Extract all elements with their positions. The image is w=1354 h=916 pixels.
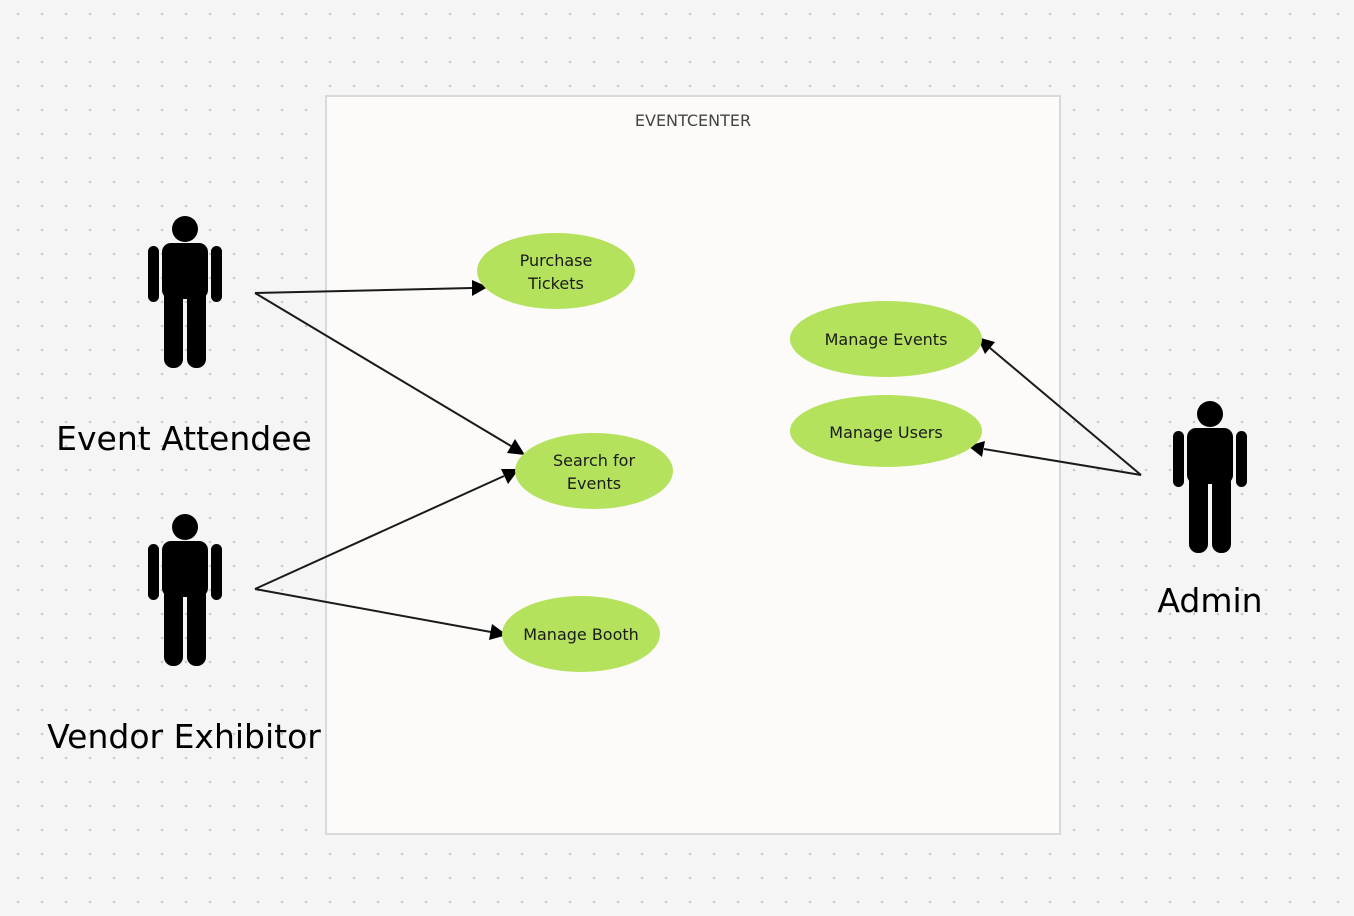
system-boundary-title: EVENTCENTER xyxy=(635,111,751,130)
actor-label: Vendor Exhibitor xyxy=(47,717,321,756)
association-attendee-purchase-tickets[interactable] xyxy=(254,280,488,296)
use-case-label-line: Search for xyxy=(553,451,635,470)
actor-label: Admin xyxy=(1157,581,1262,620)
use-case-manage-booth[interactable]: Manage Booth xyxy=(502,596,660,672)
person-icon xyxy=(148,216,222,368)
system-boundary[interactable]: EVENTCENTER xyxy=(325,95,1061,835)
actor-event-attendee[interactable]: Event Attendee xyxy=(56,216,312,458)
use-case-label-line: Manage Users xyxy=(829,423,942,442)
use-case-label-line: Purchase xyxy=(520,251,593,270)
person-icon xyxy=(1173,401,1247,553)
use-case-label-line: Events xyxy=(567,474,621,493)
actor-label: Event Attendee xyxy=(56,419,312,458)
association-vendor-search-for-events[interactable] xyxy=(254,469,519,590)
use-case-search-for-events[interactable]: Search for Events xyxy=(515,433,673,509)
actor-admin[interactable]: Admin xyxy=(1157,401,1263,620)
use-case-purchase-tickets[interactable]: Purchase Tickets xyxy=(477,233,635,309)
use-case-label-line: Tickets xyxy=(527,274,584,293)
association-attendee-search-for-events[interactable] xyxy=(254,292,525,455)
use-case-label-line: Manage Events xyxy=(825,330,948,349)
use-case-manage-users[interactable]: Manage Users xyxy=(790,395,982,467)
use-case-manage-events[interactable]: Manage Events xyxy=(790,301,982,377)
associations xyxy=(254,280,1142,640)
use-case-label-line: Manage Booth xyxy=(523,625,639,644)
person-icon xyxy=(148,514,222,666)
actor-vendor-exhibitor[interactable]: Vendor Exhibitor xyxy=(47,514,321,756)
